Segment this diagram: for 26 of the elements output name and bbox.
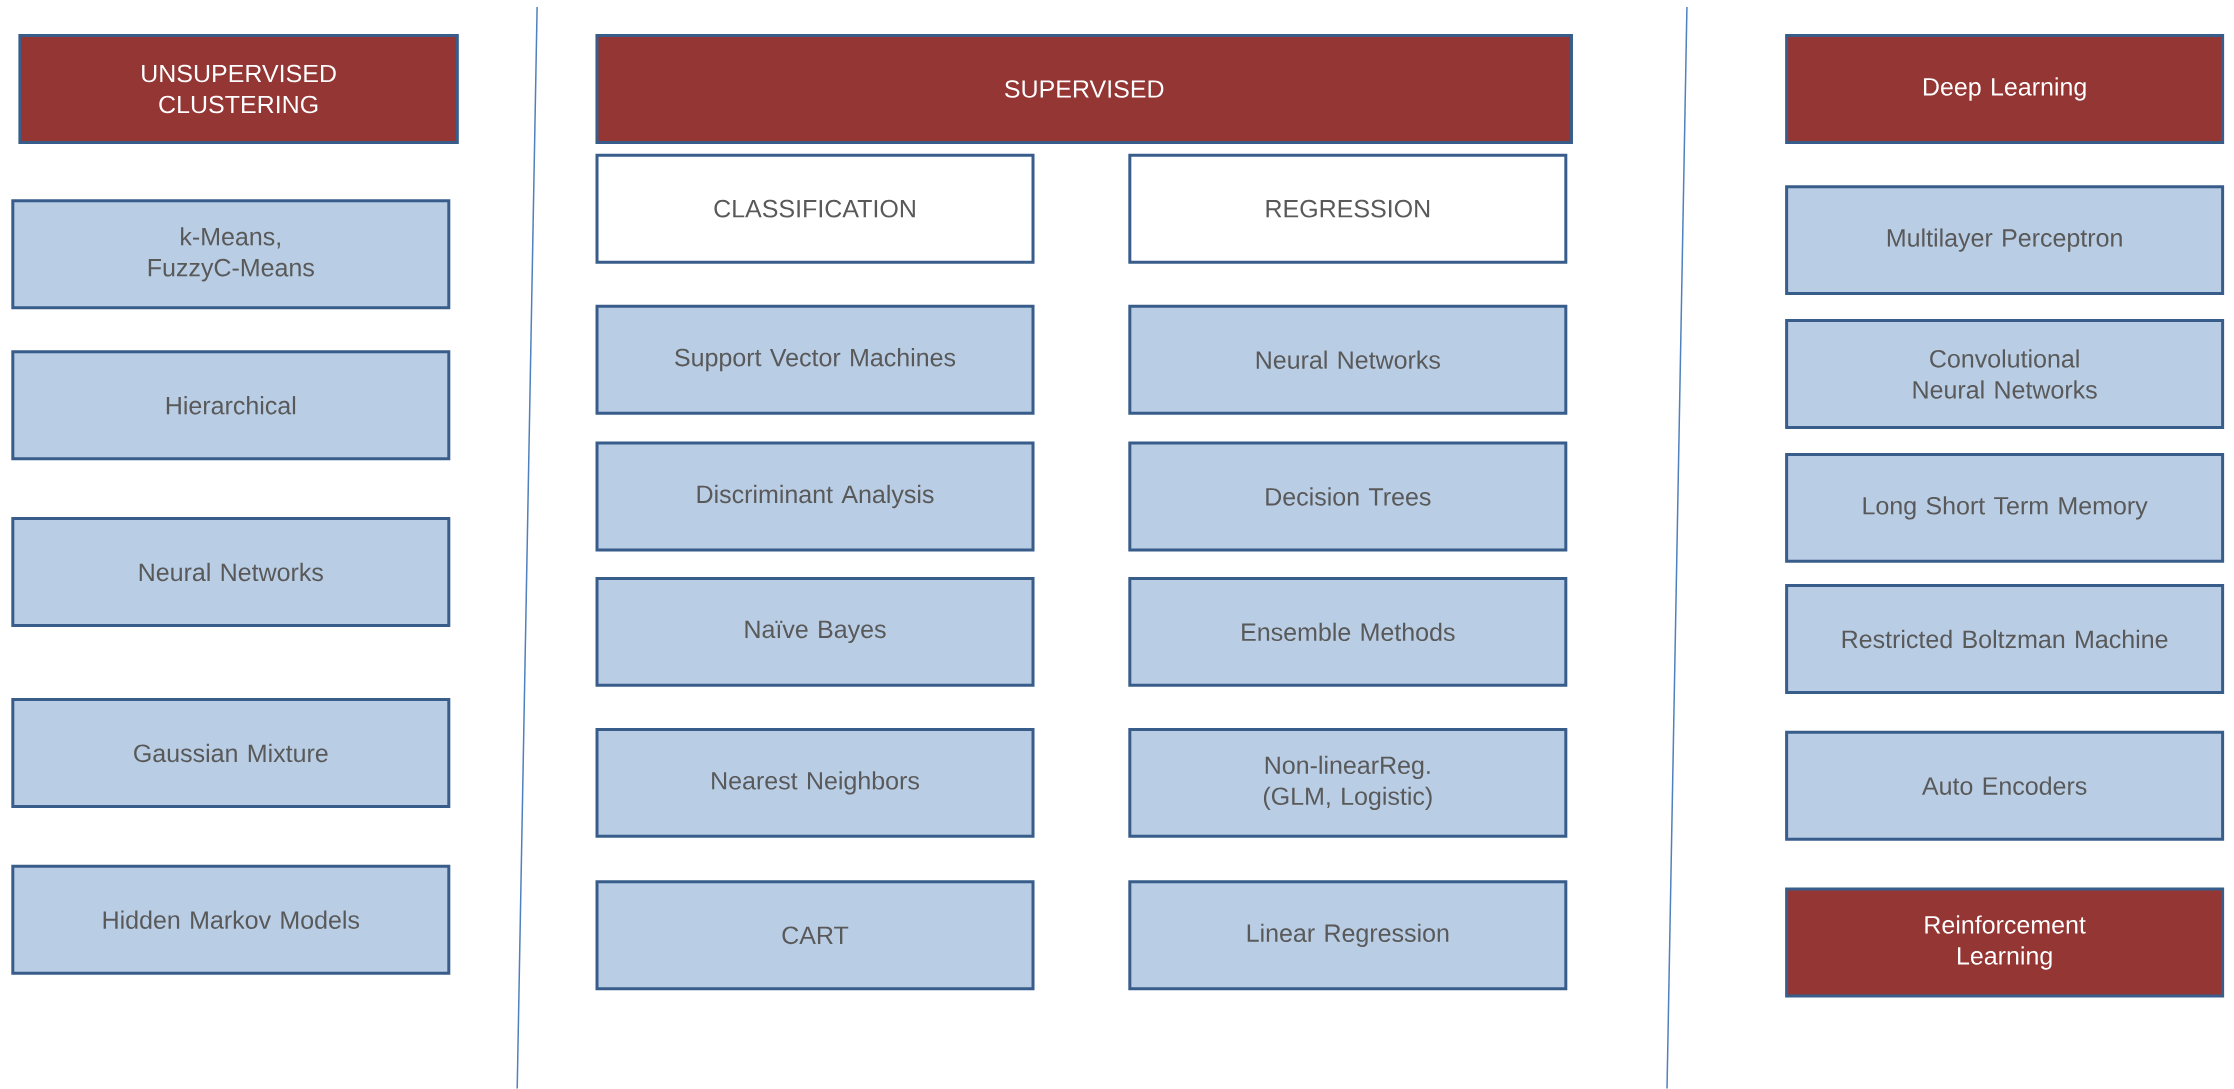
method-box: Gaussian Mixture xyxy=(11,698,451,808)
method-box: Neural Networks xyxy=(1128,304,1568,415)
method-box: CART xyxy=(595,880,1035,991)
method-box: Convolutional Neural Networks xyxy=(1785,319,2225,429)
subcategory-box: REGRESSION xyxy=(1128,153,1568,264)
category-box: SUPERVISED xyxy=(595,34,1573,144)
method-box: Naïve Bayes xyxy=(595,576,1035,687)
category-box: Reinforcement Learning xyxy=(1785,887,2225,998)
method-box: Nearest Neighbors xyxy=(595,727,1035,838)
category-box: UNSUPERVISED CLUSTERING xyxy=(18,34,459,144)
category-box: Deep Learning xyxy=(1785,34,2225,144)
method-box: Neural Networks xyxy=(11,517,451,627)
method-box: Auto Encoders xyxy=(1785,730,2225,841)
method-box: Linear Regression xyxy=(1128,880,1568,991)
method-box: Hidden Markov Models xyxy=(11,864,451,975)
method-box: Restricted Boltzman Machine xyxy=(1785,584,2225,694)
method-box: Non-linearReg. (GLM, Logistic) xyxy=(1128,727,1568,838)
method-box: Support Vector Machines xyxy=(595,304,1035,415)
method-box: Hierarchical xyxy=(11,350,451,461)
method-box: Ensemble Methods xyxy=(1128,576,1568,687)
method-box: k-Means, FuzzyC-Means xyxy=(11,199,451,310)
method-box: Discriminant Analysis xyxy=(595,441,1035,552)
method-box: Decision Trees xyxy=(1128,441,1568,552)
method-box: Multilayer Perceptron xyxy=(1785,185,2225,296)
method-box: Long Short Term Memory xyxy=(1785,452,2225,563)
subcategory-box: CLASSIFICATION xyxy=(595,153,1035,264)
